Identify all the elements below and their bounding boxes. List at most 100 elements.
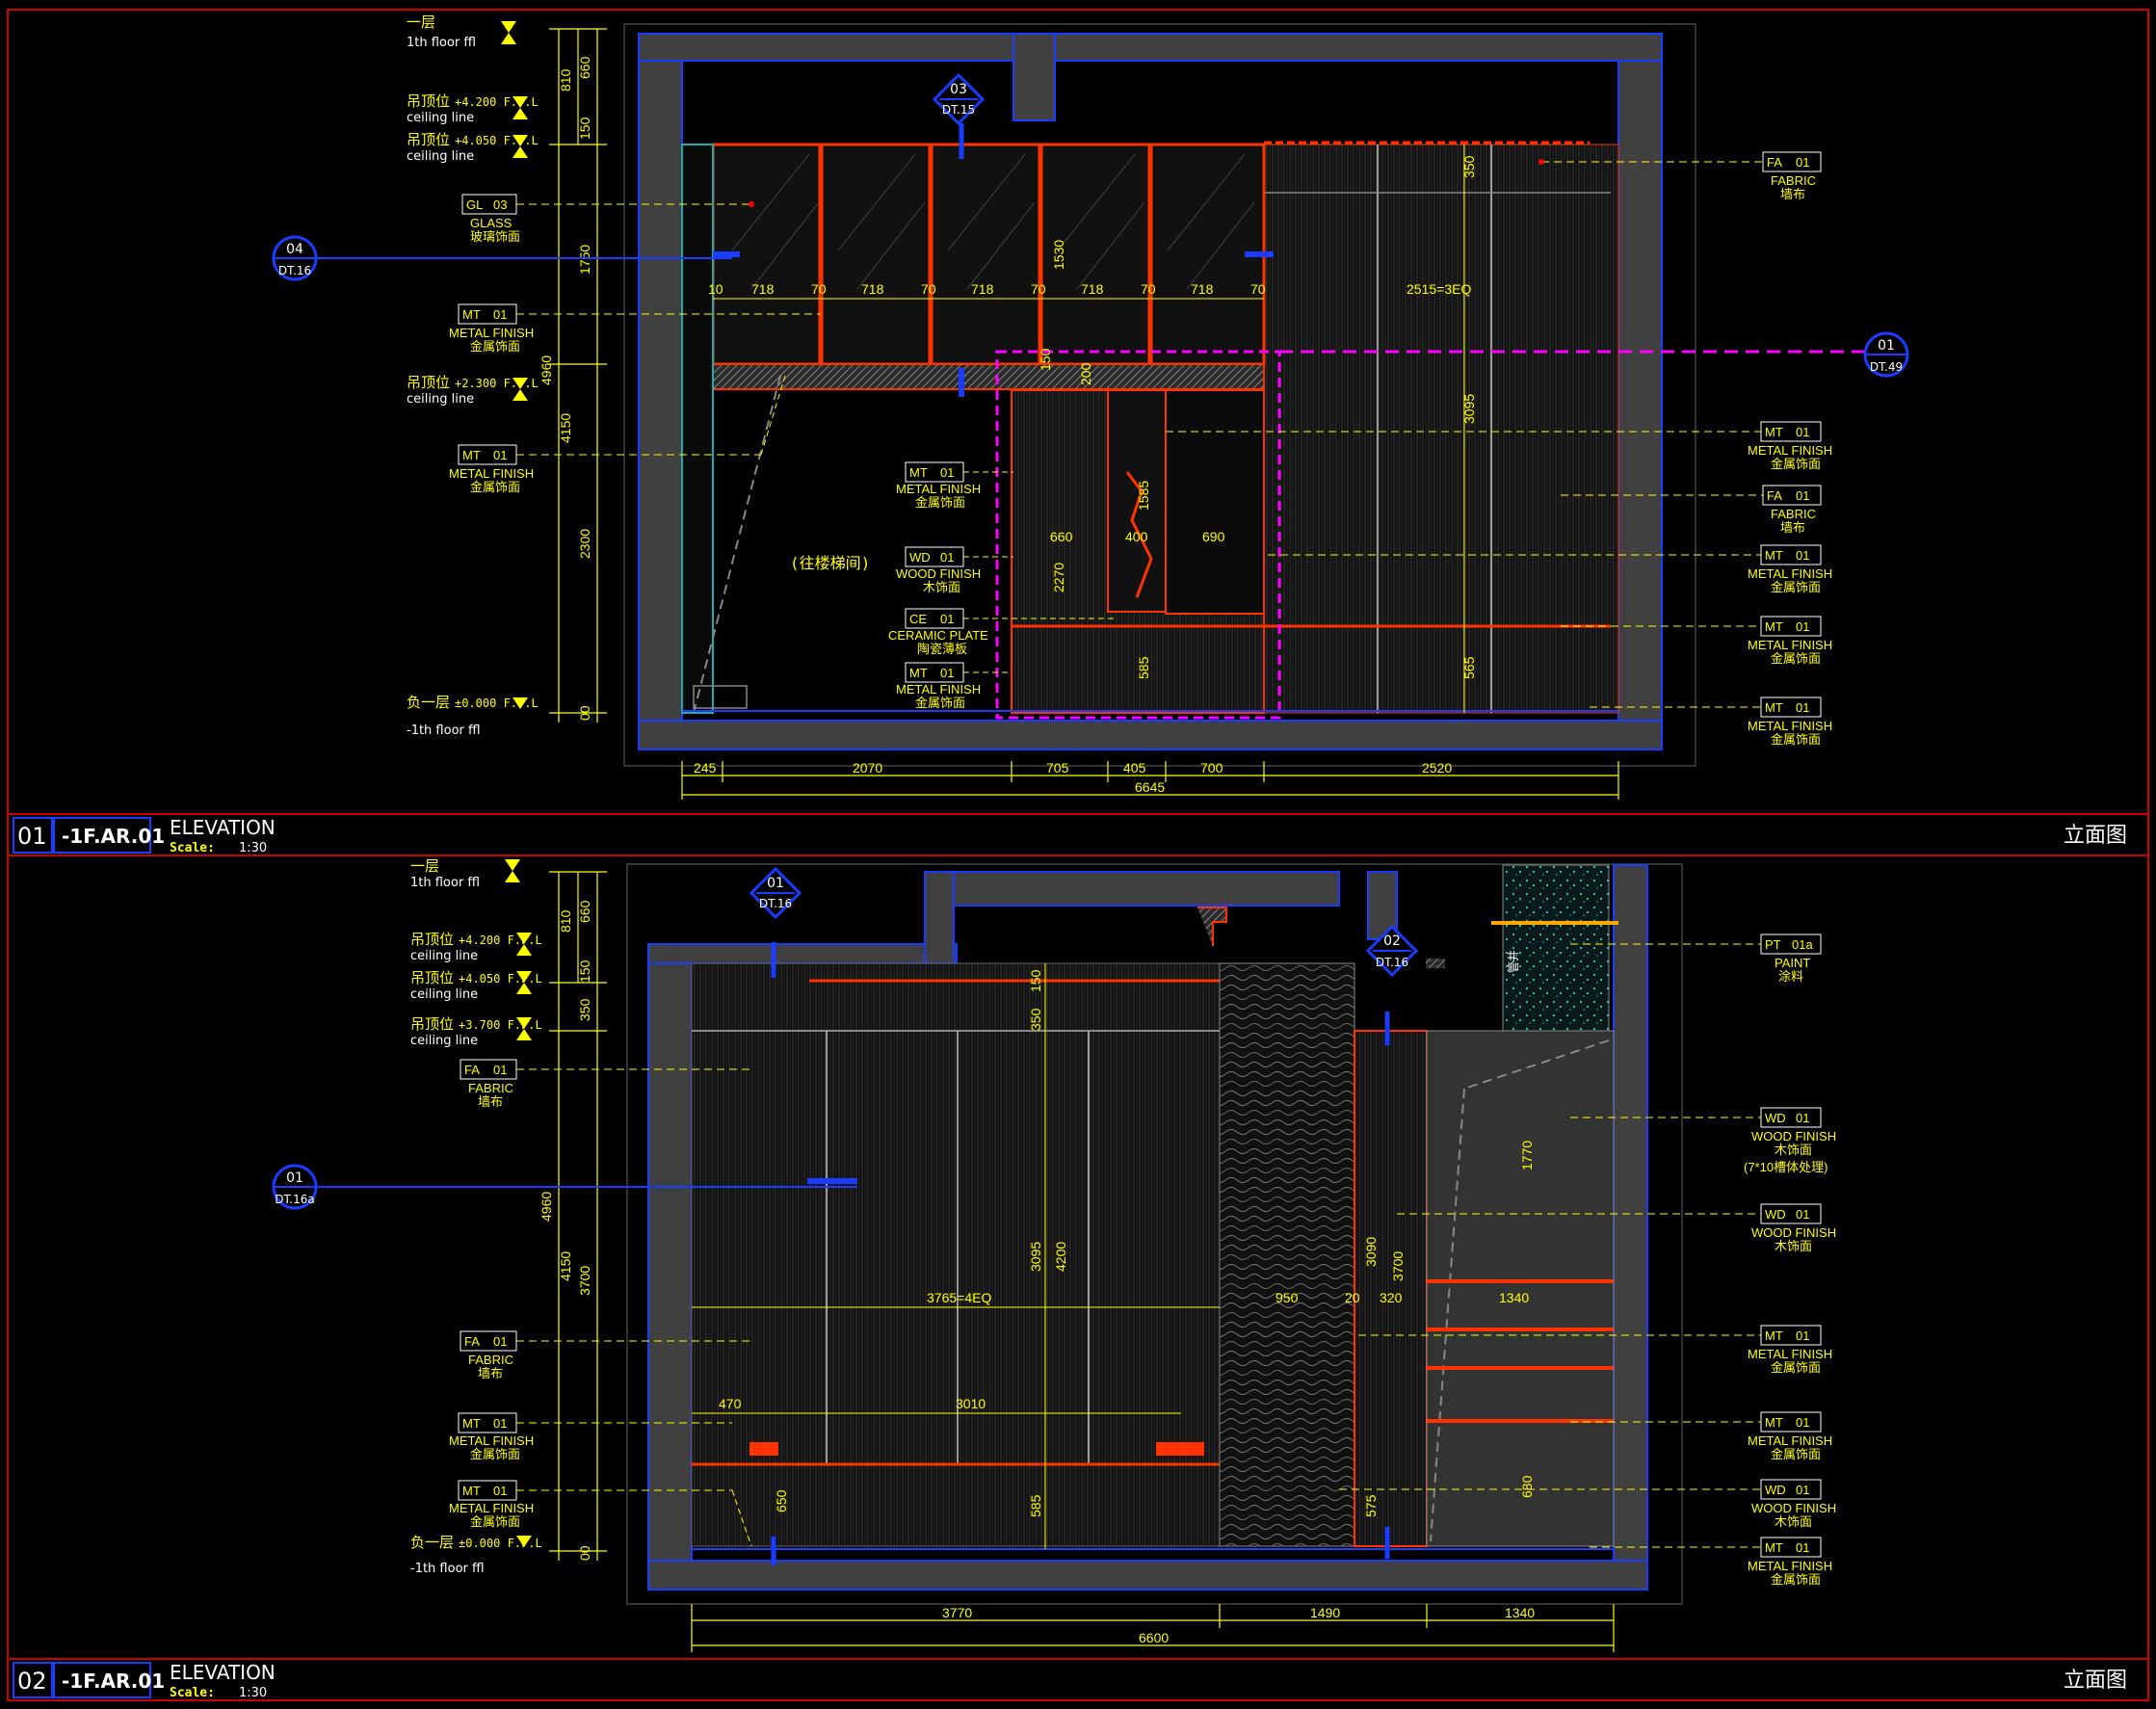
top-right-tag-4: MT 01 METAL FINISH 金属饰面	[1268, 544, 1832, 594]
title-bar-01: 01 -1F.AR.01 ELEVATION Scale: 1:30 立面图	[7, 813, 2149, 856]
top-right-tag-6: MT 01 METAL FINISH 金属饰面	[1590, 697, 1832, 747]
top-idim-350: 350	[1461, 155, 1477, 178]
bot-idim-150: 150	[1028, 969, 1043, 992]
top-right-tag-5: MT 01 METAL FINISH 金属饰面	[1561, 616, 1832, 666]
top-hdim-5: 700	[1200, 760, 1223, 776]
svg-text:01: 01	[1796, 619, 1809, 634]
top-level-3: 吊顶位 +2.300 F.F.L ceiling line	[407, 374, 539, 407]
top-vdim-1: 810	[558, 68, 573, 92]
svg-text:金属饰面: 金属饰面	[470, 480, 520, 494]
svg-text:ceiling line: ceiling line	[407, 111, 474, 125]
svg-text:01: 01	[940, 666, 954, 680]
svg-text:01: 01	[940, 612, 954, 626]
bot-right-tag-1: PT 01a PAINT 涂料	[1570, 933, 1822, 984]
bot-idim-3010: 3010	[956, 1396, 986, 1411]
svg-text:MT: MT	[1765, 1540, 1783, 1555]
svg-text:04: 04	[286, 242, 303, 257]
svg-text:MT: MT	[462, 448, 481, 462]
svg-text:吊顶位: 吊顶位	[407, 131, 450, 148]
top-idim-3095: 3095	[1461, 394, 1477, 424]
svg-text:MT: MT	[909, 465, 928, 480]
svg-text:金属饰面: 金属饰面	[470, 339, 520, 354]
top-idim-2270: 2270	[1051, 563, 1066, 592]
panel-dim-5: 70	[921, 281, 936, 297]
svg-text:01: 01	[1796, 1415, 1809, 1430]
bot-vdim-8: 00	[577, 1545, 592, 1561]
svg-text:01: 01	[940, 550, 954, 565]
bot-idim-20: 20	[1345, 1290, 1360, 1305]
bot-idim-470: 470	[719, 1396, 742, 1411]
panel-dim-7: 70	[1031, 281, 1046, 297]
svg-text:金属饰面: 金属饰面	[1771, 580, 1821, 594]
svg-text:MT: MT	[1765, 619, 1783, 634]
svg-text:01: 01	[493, 307, 507, 322]
svg-text:01: 01	[1796, 700, 1809, 715]
bot-idim-680: 680	[1519, 1475, 1535, 1498]
bot-idim-650: 650	[774, 1489, 789, 1512]
svg-text:METAL FINISH: METAL FINISH	[896, 682, 981, 697]
svg-text:MT: MT	[909, 666, 928, 680]
svg-text:01: 01	[1796, 425, 1809, 439]
top-left-tag-2: MT 01 METAL FINISH 金属饰面	[449, 303, 821, 354]
bot-vdim-1: 810	[558, 909, 573, 933]
svg-text:01: 01	[1796, 488, 1809, 503]
bot-right-tag-7: MT 01 METAL FINISH 金属饰面	[1590, 1537, 1832, 1587]
svg-text:DT.15: DT.15	[942, 103, 975, 117]
elevation-02: 管井 810 660 150 350 4960 4150 3700 00 一层 …	[272, 857, 1836, 1652]
bot-vdim-4: 350	[577, 998, 592, 1021]
top-level-1: 吊顶位 +4.200 F.F.L ceiling line	[407, 92, 539, 125]
svg-text:WD: WD	[1765, 1111, 1786, 1125]
svg-text:01: 01	[493, 1334, 507, 1349]
bot-idim-3095: 3095	[1028, 1242, 1043, 1272]
top-hdim-1: 245	[694, 760, 717, 776]
svg-text:WOOD FINISH: WOOD FINISH	[1751, 1501, 1836, 1515]
top-hdim-3: 705	[1046, 760, 1069, 776]
top-callout-1: 03 DT.15	[932, 72, 986, 159]
bot-level-3: 吊顶位 +3.700 F.F.L ceiling line	[410, 1015, 542, 1048]
bot-idim-320: 320	[1380, 1290, 1403, 1305]
svg-text:ceiling line: ceiling line	[410, 1034, 478, 1048]
top-floor1: 一层	[407, 13, 435, 31]
panel-dim-8: 718	[1081, 281, 1104, 297]
bot-right-tag-5: MT 01 METAL FINISH 金属饰面	[1570, 1411, 1832, 1461]
svg-text:WD: WD	[909, 550, 931, 565]
svg-text:金属饰面: 金属饰面	[1771, 732, 1821, 747]
panel-dim-9: 70	[1141, 281, 1156, 297]
top-mid-tag-3: CE 01 CERAMIC PLATE 陶瓷薄板	[888, 608, 1117, 656]
top-right-tag-1: FA 01 FABRIC 墙布	[1538, 151, 1822, 201]
bot-hdim-total: 6600	[1139, 1630, 1169, 1645]
bot-hdim-2: 1490	[1310, 1605, 1340, 1620]
svg-text:负一层: 负一层	[410, 1534, 454, 1551]
bot-idim-350: 350	[1028, 1008, 1043, 1031]
stair-note: (往楼梯间)	[790, 554, 870, 572]
svg-text:ELEVATION: ELEVATION	[170, 1661, 276, 1684]
panel-dim-6: 718	[971, 281, 994, 297]
svg-text:01: 01	[1796, 1328, 1809, 1343]
svg-text:01: 01	[1796, 1207, 1809, 1222]
bot-hdim-1: 3770	[942, 1605, 972, 1620]
svg-text:METAL FINISH: METAL FINISH	[1748, 566, 1832, 581]
svg-text:金属饰面: 金属饰面	[1771, 1447, 1821, 1461]
svg-text:CERAMIC PLATE: CERAMIC PLATE	[888, 628, 988, 643]
svg-text:陶瓷薄板: 陶瓷薄板	[917, 642, 967, 656]
svg-text:MT: MT	[1765, 548, 1783, 563]
top-idim-1530: 1530	[1051, 240, 1066, 270]
svg-text:MT: MT	[1765, 700, 1783, 715]
bot-right-tag-2: WD 01 WOOD FINISH 木饰面 (7*10槽体处理)	[1570, 1107, 1836, 1174]
svg-text:墙布: 墙布	[1780, 187, 1805, 201]
top-right-tag-2: MT 01 METAL FINISH 金属饰面	[1166, 421, 1832, 471]
svg-text:WOOD FINISH: WOOD FINISH	[896, 566, 981, 581]
top-hdim-6: 2520	[1422, 760, 1452, 776]
svg-text:FA: FA	[464, 1063, 480, 1077]
svg-text:WD: WD	[1765, 1483, 1786, 1497]
panel-dim-2: 718	[751, 281, 775, 297]
svg-text:WOOD FINISH: WOOD FINISH	[1751, 1225, 1836, 1240]
svg-text:1:30: 1:30	[239, 1686, 267, 1700]
svg-text:负一层: 负一层	[407, 694, 450, 711]
bot-idim-4200: 4200	[1053, 1242, 1068, 1272]
svg-text:METAL FINISH: METAL FINISH	[1748, 638, 1832, 652]
svg-text:FABRIC: FABRIC	[1771, 507, 1816, 521]
svg-text:01: 01	[1796, 1111, 1809, 1125]
bot-floor1-ffl: 1th floor ffl	[410, 876, 480, 890]
svg-text:02: 02	[1383, 933, 1401, 949]
